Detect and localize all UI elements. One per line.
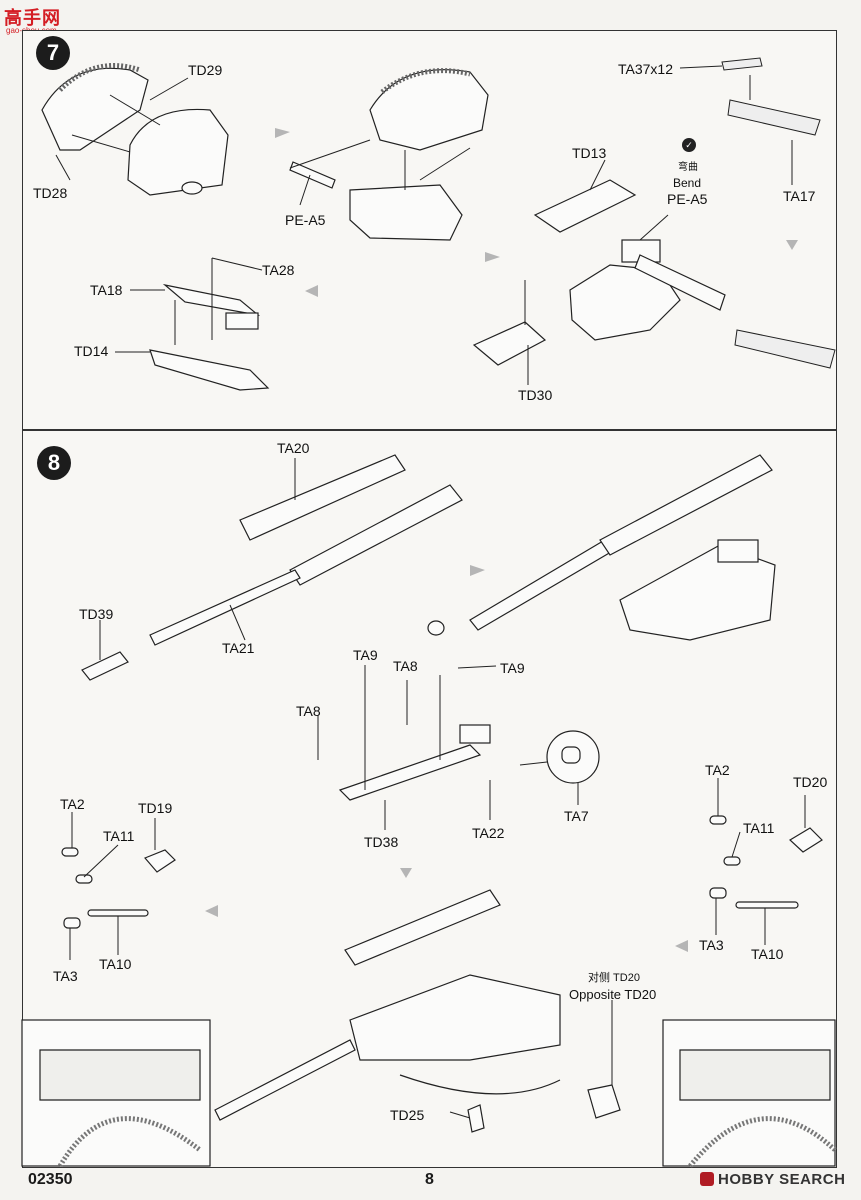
- label-td30: TD30: [518, 387, 553, 403]
- step-8-badge: 8: [37, 446, 71, 480]
- label-ta18: TA18: [90, 282, 123, 298]
- label-opposite-en: Opposite TD20: [569, 987, 657, 1002]
- label-td25: TD25: [390, 1107, 425, 1123]
- label-ta37: TA37x12: [618, 61, 673, 77]
- label-td38: TD38: [364, 834, 399, 850]
- label-ta3-left: TA3: [53, 968, 78, 984]
- label-td20: TD20: [793, 774, 828, 790]
- step-7-badge: 7: [36, 36, 70, 70]
- label-td19: TD19: [138, 800, 173, 816]
- label-ta3-right: TA3: [699, 937, 724, 953]
- label-ta22: TA22: [472, 825, 505, 841]
- label-ta28: TA28: [262, 262, 295, 278]
- footer-product-code: 02350: [28, 1171, 73, 1188]
- label-opposite-cn: 对侧 TD20: [588, 972, 640, 984]
- footer-brand-text: HOBBY SEARCH: [718, 1171, 846, 1188]
- footer-brand: HOBBY SEARCH: [700, 1171, 845, 1188]
- label-pe-a5-left: PE-A5: [285, 212, 326, 228]
- watermark-text: 高手网: [4, 8, 61, 28]
- label-pe-a5-right: PE-A5: [667, 191, 708, 207]
- label-ta11-left: TA11: [103, 828, 135, 844]
- label-ta17: TA17: [783, 188, 816, 204]
- label-bend-cn: 弯曲: [678, 162, 698, 173]
- label-bend-en: Bend: [673, 176, 702, 190]
- label-ta9-a: TA9: [353, 647, 378, 663]
- bend-icon: ✓: [682, 138, 696, 152]
- label-td29: TD29: [188, 62, 223, 78]
- label-td39: TD39: [79, 606, 114, 622]
- label-ta8-b: TA8: [296, 703, 321, 719]
- label-ta20: TA20: [277, 440, 310, 456]
- label-ta2-right: TA2: [705, 762, 730, 778]
- brand-logo-icon: [700, 1172, 714, 1186]
- label-ta10-left: TA10: [99, 956, 132, 972]
- footer-page-number: 8: [425, 1171, 434, 1188]
- label-ta9-b: TA9: [500, 660, 525, 676]
- label-ta10-right: TA10: [751, 946, 784, 962]
- label-ta7: TA7: [564, 808, 589, 824]
- label-ta2-left: TA2: [60, 796, 85, 812]
- label-td14: TD14: [74, 343, 109, 359]
- label-ta21: TA21: [222, 640, 255, 656]
- step-7-illustration: [41, 57, 836, 391]
- label-ta8-a: TA8: [393, 658, 418, 674]
- label-td13: TD13: [572, 145, 607, 161]
- label-ta11-right: TA11: [743, 820, 775, 836]
- label-td28: TD28: [33, 185, 68, 201]
